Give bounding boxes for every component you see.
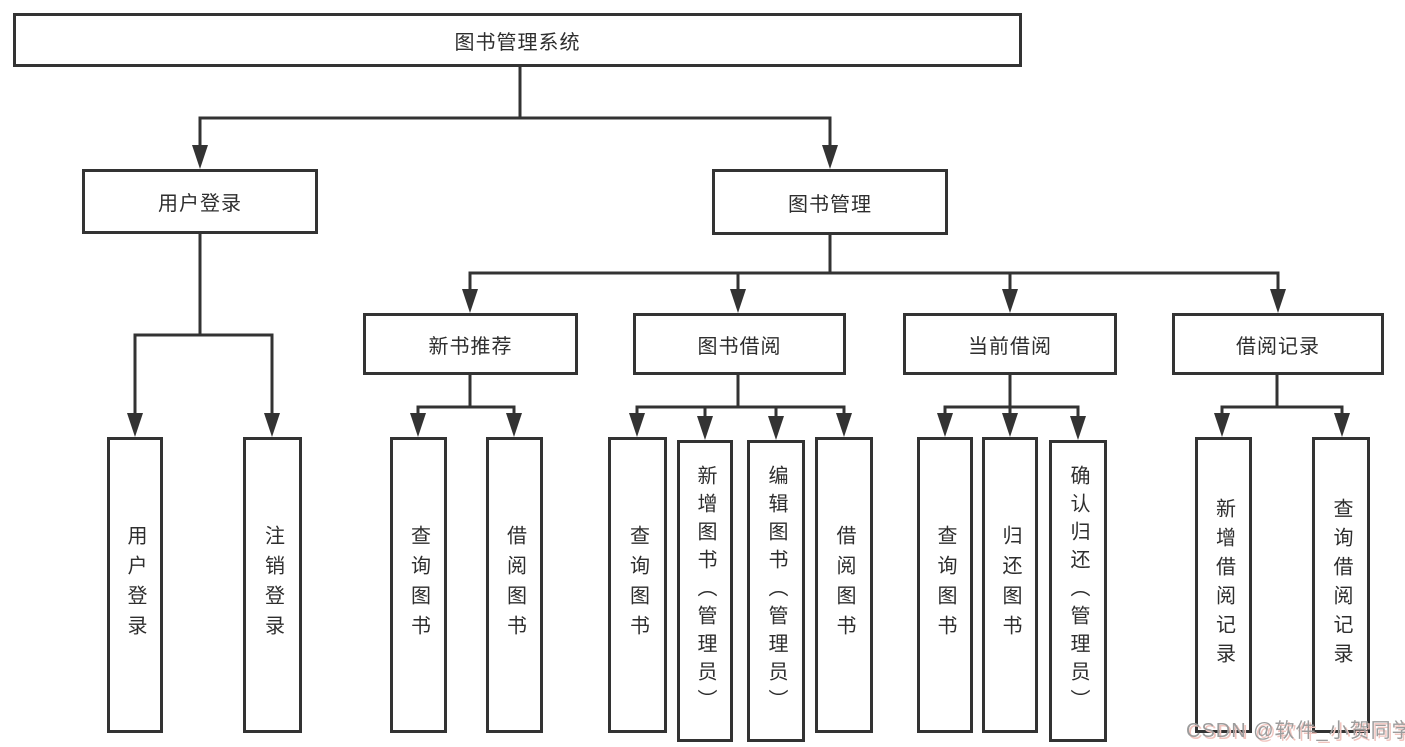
node-current-borrowing: 当前借阅 <box>903 313 1117 375</box>
leaf-edit-book-admin: 编辑图书（管理员） <box>747 440 805 742</box>
node-book-borrowing: 图书借阅 <box>633 313 846 375</box>
leaf-query-books-current: 查询图书 <box>917 437 973 733</box>
leaf-borrow-books-borrowing: 借阅图书 <box>815 437 873 733</box>
leaf-borrow-books-recommendation: 借阅图书 <box>486 437 543 733</box>
leaf-query-books-recommendation: 查询图书 <box>390 437 447 733</box>
leaf-query-books-borrowing: 查询图书 <box>608 437 667 733</box>
arrowheads <box>127 145 1350 440</box>
leaf-add-book-admin: 新增图书（管理员） <box>677 440 733 742</box>
connector-newbookrec-to-leaves <box>416 375 516 416</box>
connector-userlogin-to-leaves <box>133 234 274 416</box>
node-borrow-records: 借阅记录 <box>1172 313 1384 375</box>
leaf-user-login: 用户登录 <box>107 437 163 733</box>
node-book-management: 图书管理 <box>712 169 948 235</box>
leaf-query-borrow-record: 查询借阅记录 <box>1312 437 1370 733</box>
leaf-logout: 注销登录 <box>243 437 302 733</box>
csdn-watermark: CSDN @软件_小贺同学 <box>1186 720 1405 742</box>
node-root: 图书管理系统 <box>13 13 1022 67</box>
connector-borrowrecord-to-leaves <box>1220 375 1344 416</box>
connector-root-to-level2 <box>198 67 832 148</box>
node-new-book-recommendation: 新书推荐 <box>363 313 578 375</box>
leaf-return-book: 归还图书 <box>982 437 1038 733</box>
leaf-add-borrow-record: 新增借阅记录 <box>1195 437 1252 733</box>
node-user-login: 用户登录 <box>82 169 318 234</box>
leaf-confirm-return-admin: 确认归还（管理员） <box>1049 440 1107 742</box>
connector-bookmgmt-to-level3 <box>468 235 1280 292</box>
connector-bookborrow-to-leaves <box>635 375 846 419</box>
connector-currentborrow-to-leaves <box>943 375 1080 419</box>
